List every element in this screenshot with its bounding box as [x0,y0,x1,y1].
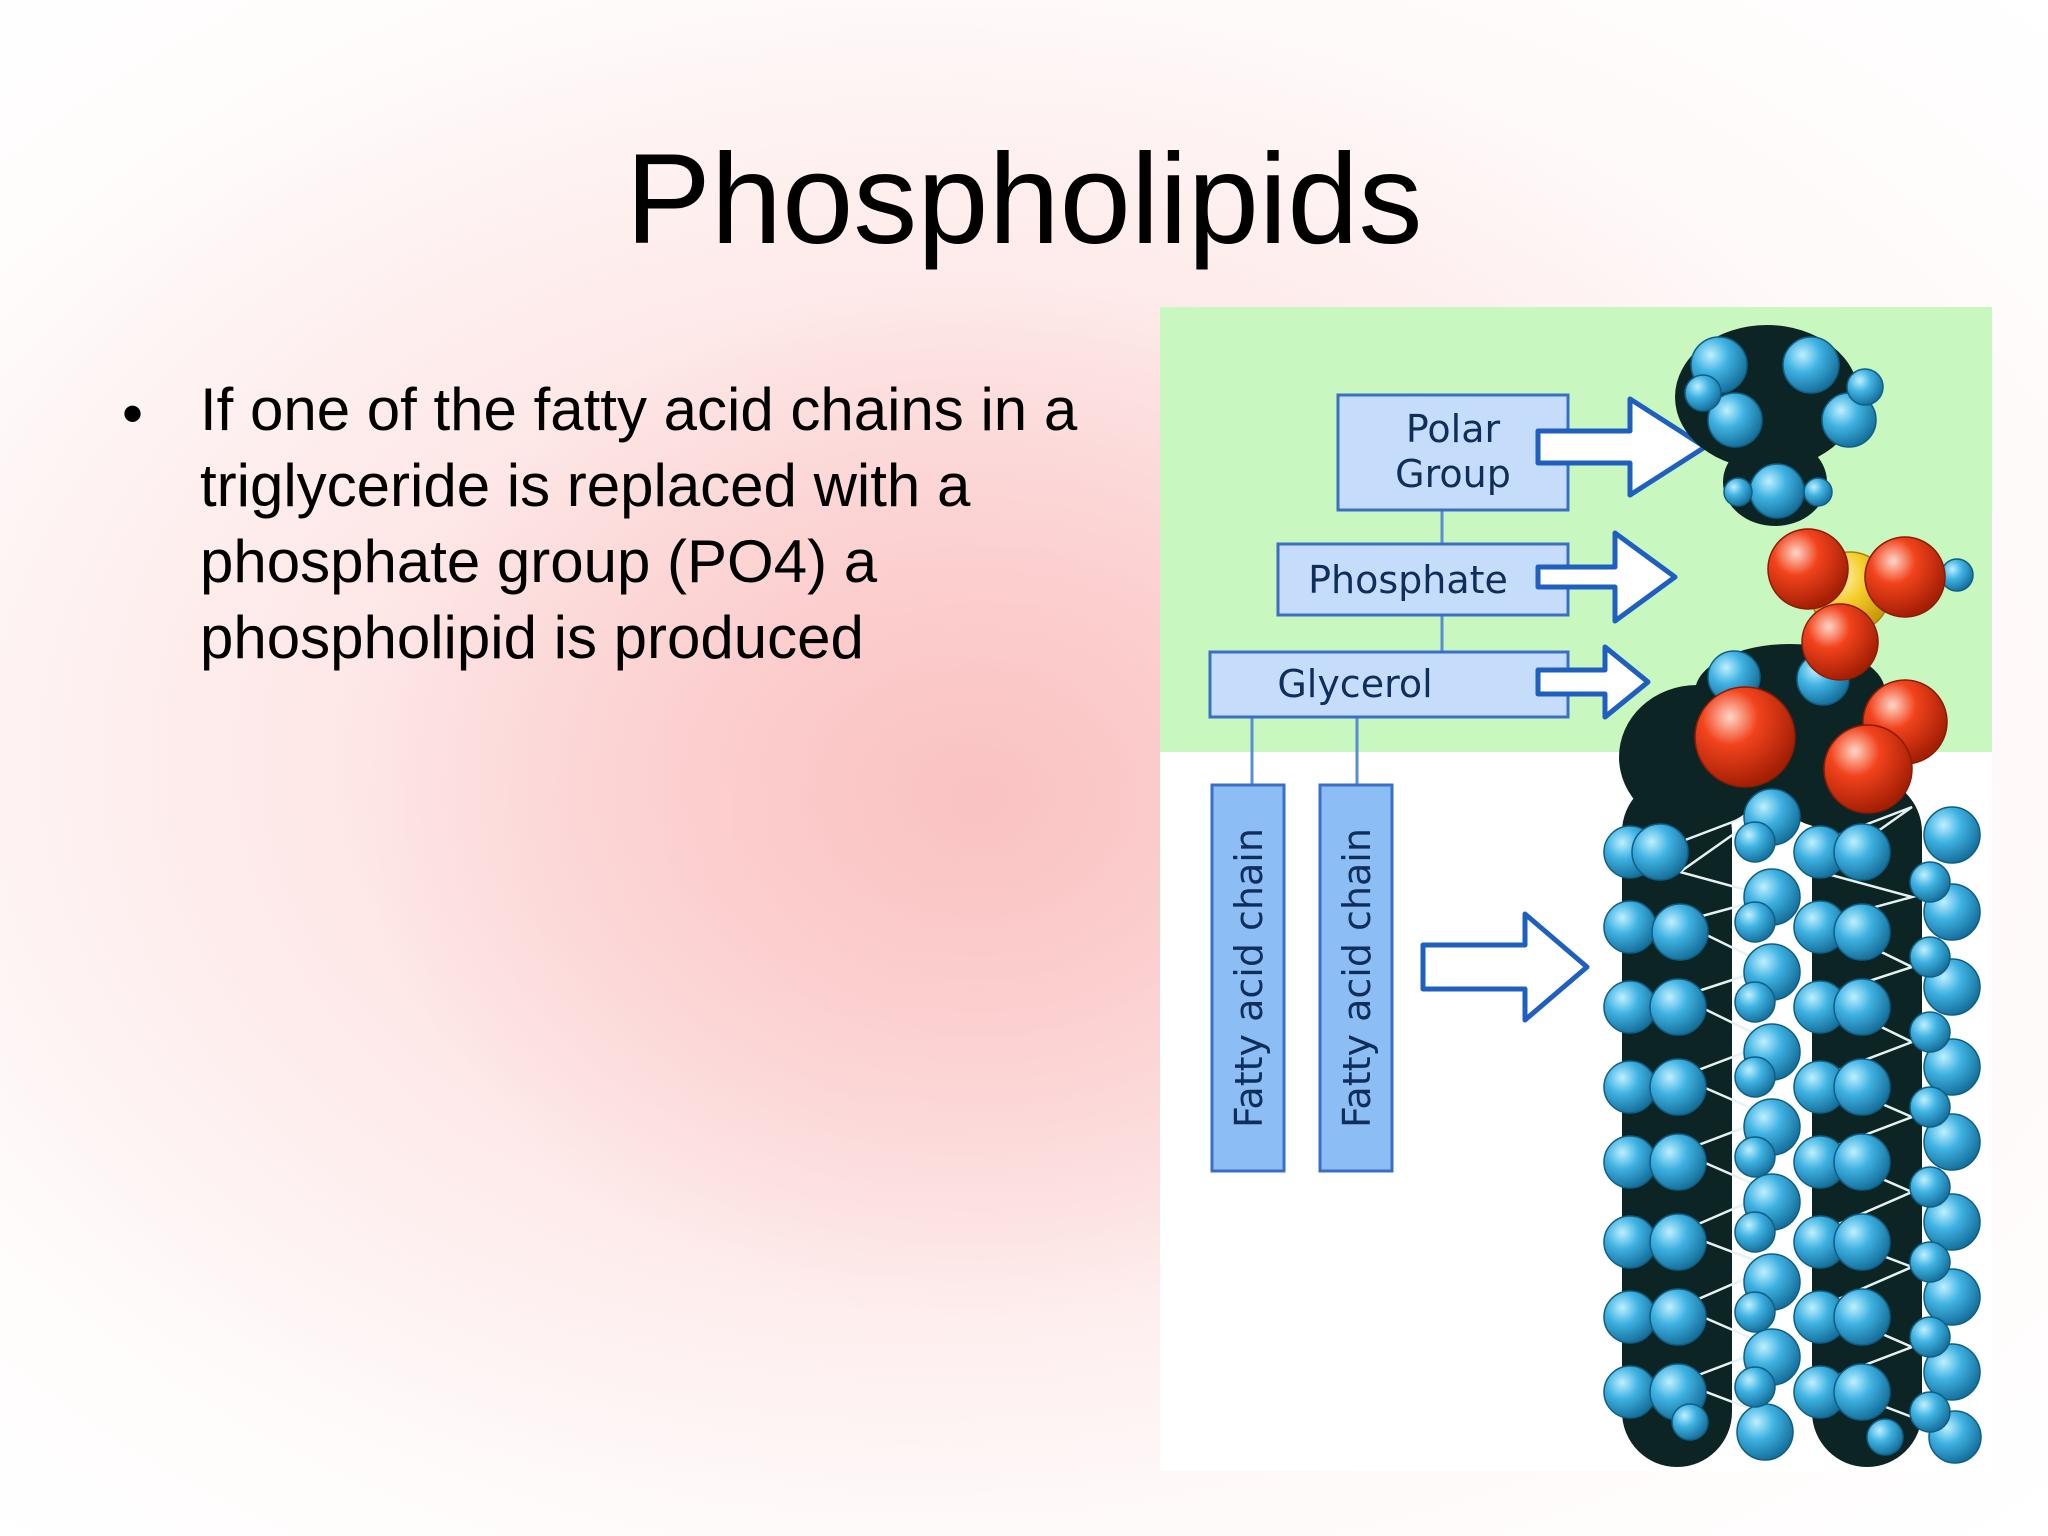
oxygen-atom [1767,528,1849,610]
ester-oxygen-atoms [1694,679,1948,814]
slide-title: Phospholipids [625,128,1423,271]
phosphate-group-atoms [1767,528,1946,681]
label-connector-lines [1250,510,1444,787]
glycerol-box [1208,650,1570,719]
fatty-acid-chain-label-1: Fatty acid chain [1227,828,1271,1128]
polar-group-label-line2: Group [1395,452,1511,496]
polar-group-box [1336,393,1570,512]
bullet-point-icon: • [122,380,144,447]
oxygen-atom [1864,536,1946,618]
left-chain-hydrogen-atoms [1603,788,1801,1461]
phospholipid-diagram: Polar Group Phosphate Glycerol Fatty aci… [1160,307,1992,1471]
fatty-acid-chain-box-1 [1210,783,1286,1173]
right-chain-hydrogen-atoms [1793,806,1982,1464]
fatty-acid-chain-label-2: Fatty acid chain [1335,828,1379,1128]
phosphate-label: Phosphate [1308,558,1508,602]
arrow-right-icon [1420,911,1590,1023]
bullet-text: If one of the fatty acid chains in a tri… [200,376,1078,671]
fatty-acid-chain-box-2 [1318,783,1394,1173]
phospholipid-molecule-model [1603,325,1982,1467]
polar-group-label-line1: Polar [1406,407,1501,451]
arrow-right-icon [1535,530,1678,624]
oxygen-atom [1801,603,1879,681]
arrow-right-icon [1535,644,1651,720]
glycerol-label: Glycerol [1277,662,1432,706]
hydrogen-atoms [1684,336,1974,706]
arrow-right-icon [1535,396,1708,498]
phosphate-box [1276,542,1570,617]
